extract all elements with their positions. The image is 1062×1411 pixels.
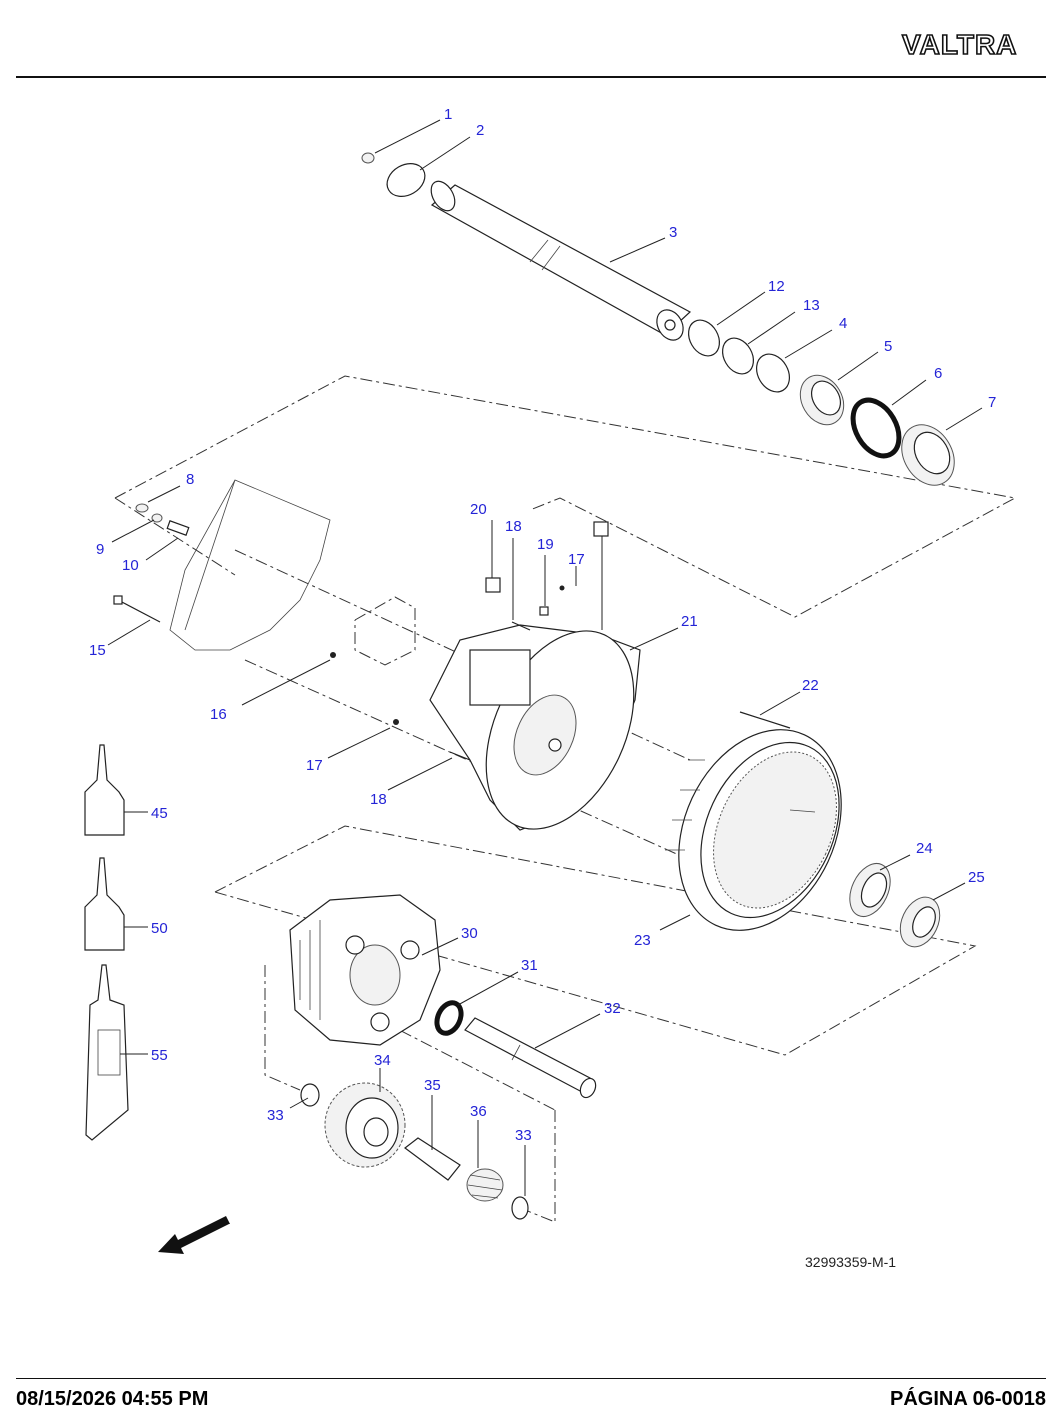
callout-8: 8 [186, 471, 194, 488]
part-10-bolt [166, 520, 190, 536]
callout-labels: 1 2 3 4 5 6 7 8 9 10 12 13 15 16 17 17 1… [89, 106, 996, 1144]
header-rule [16, 76, 1046, 78]
part-34-planet-gear [324, 1082, 406, 1168]
callout-10: 10 [122, 557, 139, 574]
part-36-spring [466, 1168, 504, 1202]
part-50-bottle [84, 857, 125, 951]
part-12-ring [687, 319, 721, 357]
callout-17-top: 17 [568, 551, 585, 568]
part-15-long-bolt [113, 595, 161, 623]
part-30-planet-carrier [289, 894, 441, 1046]
callout-2: 2 [476, 122, 484, 139]
callout-15: 15 [89, 642, 106, 659]
callout-5: 5 [884, 338, 892, 355]
part-32-sun-shaft [464, 1017, 597, 1099]
part-2-o-ring [386, 163, 426, 197]
callout-16: 16 [210, 706, 227, 723]
callout-13: 13 [803, 297, 820, 314]
callout-55: 55 [151, 1047, 168, 1064]
callout-1: 1 [444, 106, 452, 123]
part-4-o-ring [756, 353, 790, 393]
part-6-seal [850, 397, 902, 459]
callout-30: 30 [461, 925, 478, 942]
part-35-pin [404, 1137, 461, 1181]
callout-34: 34 [374, 1052, 391, 1069]
part-20-plugs [485, 521, 609, 593]
part-13-ring [721, 337, 755, 375]
part-55-tube [85, 964, 129, 1141]
callout-50: 50 [151, 920, 168, 937]
callout-6: 6 [934, 365, 942, 382]
part-16-17-dots [330, 585, 565, 725]
part-18-bolts [449, 621, 531, 761]
leader-lines [107, 119, 983, 1196]
callout-45: 45 [151, 805, 168, 822]
callout-9: 9 [96, 541, 104, 558]
part-31-ring [434, 1000, 464, 1036]
part-24-bearing [849, 863, 891, 917]
callout-18-top: 18 [505, 518, 522, 535]
part-45-bottle [84, 744, 125, 836]
callout-31: 31 [521, 957, 538, 974]
callout-18-bottom: 18 [370, 791, 387, 808]
part-3-shaft [430, 180, 692, 341]
part-1-plug [361, 152, 375, 164]
drawing-number: 32993359-M-1 [805, 1254, 897, 1270]
callout-25: 25 [968, 869, 985, 886]
callout-24: 24 [916, 840, 933, 857]
part-22-pin [739, 711, 791, 729]
part-7-bearing [901, 424, 955, 486]
part-23-ring-gear [665, 729, 842, 931]
callout-36: 36 [470, 1103, 487, 1120]
callout-19: 19 [537, 536, 554, 553]
callout-32: 32 [604, 1000, 621, 1017]
callout-35: 35 [424, 1077, 441, 1094]
part-8-washer [135, 503, 149, 513]
callout-3: 3 [669, 224, 677, 241]
callout-20: 20 [470, 501, 487, 518]
part-33-snap-rings [300, 1083, 529, 1220]
callout-17-bottom: 17 [306, 757, 323, 774]
part-19-bolt [539, 606, 549, 616]
part-5-bearing-cup [799, 374, 845, 426]
callout-21: 21 [681, 613, 698, 630]
callout-4: 4 [839, 315, 847, 332]
valtra-logo: VALTRA [901, 28, 1017, 61]
footer-rule [16, 1378, 1046, 1379]
callout-33-right: 33 [515, 1127, 532, 1144]
housing-outline [169, 479, 331, 651]
callout-33-left: 33 [267, 1107, 284, 1124]
part-9-washer [151, 513, 163, 523]
part-25-nut [899, 896, 941, 948]
callout-22: 22 [802, 677, 819, 694]
callout-7: 7 [988, 394, 996, 411]
part-21-hub-housing [429, 624, 641, 831]
callout-23: 23 [634, 932, 651, 949]
callout-12: 12 [768, 278, 785, 295]
arrow-down-left-icon [158, 1216, 230, 1254]
brand-text: VALTRA [902, 29, 1017, 60]
